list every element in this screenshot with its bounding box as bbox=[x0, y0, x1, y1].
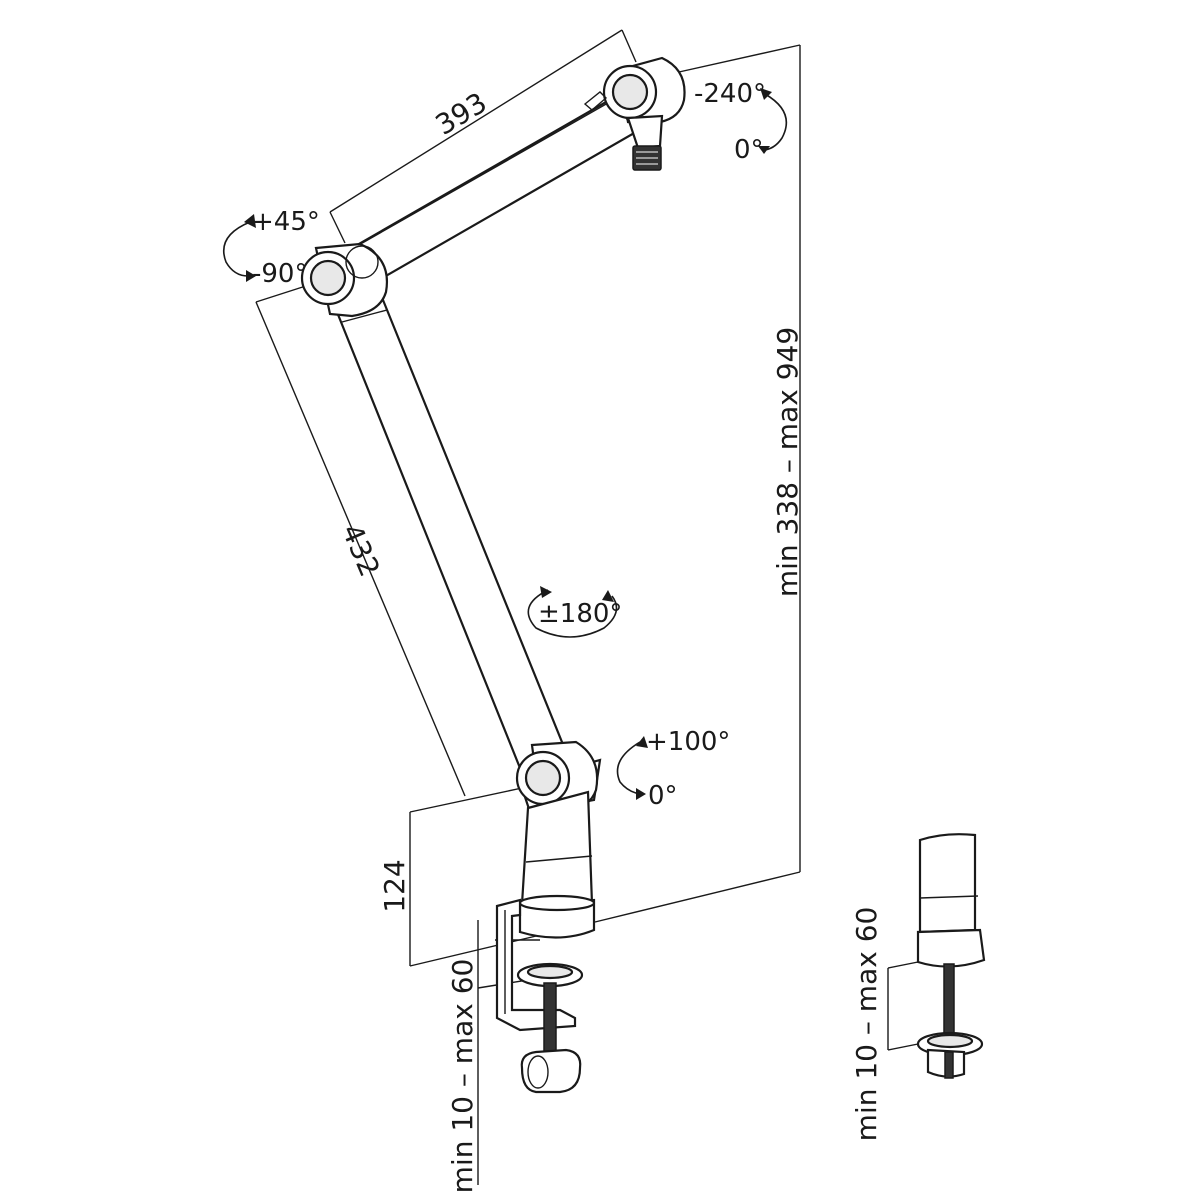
detail-clamp-view bbox=[916, 833, 986, 1079]
arm-rotation-angle: ±180° bbox=[538, 599, 622, 629]
head-angle-bottom: 0° bbox=[734, 135, 764, 165]
base-height-label: 124 bbox=[378, 859, 411, 912]
clamp-range-main-label: min 10 – max 60 bbox=[446, 959, 479, 1194]
base-column bbox=[518, 790, 596, 939]
base-angle-top: +100° bbox=[646, 727, 730, 757]
clamp-range-detail-label: min 10 – max 60 bbox=[850, 907, 883, 1142]
head-angle-top: -240° bbox=[694, 79, 766, 109]
upper-arm-length-label: 393 bbox=[430, 86, 493, 142]
elbow-joint bbox=[300, 242, 388, 318]
clamp bbox=[495, 898, 584, 1094]
base-angle-bottom: 0° bbox=[648, 781, 678, 811]
head-joint bbox=[583, 56, 686, 171]
elbow-angle-top: +45° bbox=[252, 207, 320, 237]
rotation-arrows bbox=[222, 88, 787, 800]
vertical-range-label: min 338 – max 949 bbox=[771, 327, 804, 597]
elbow-angle-bottom: -90° bbox=[252, 259, 307, 289]
lower-arm-length-label: 432 bbox=[335, 519, 386, 581]
